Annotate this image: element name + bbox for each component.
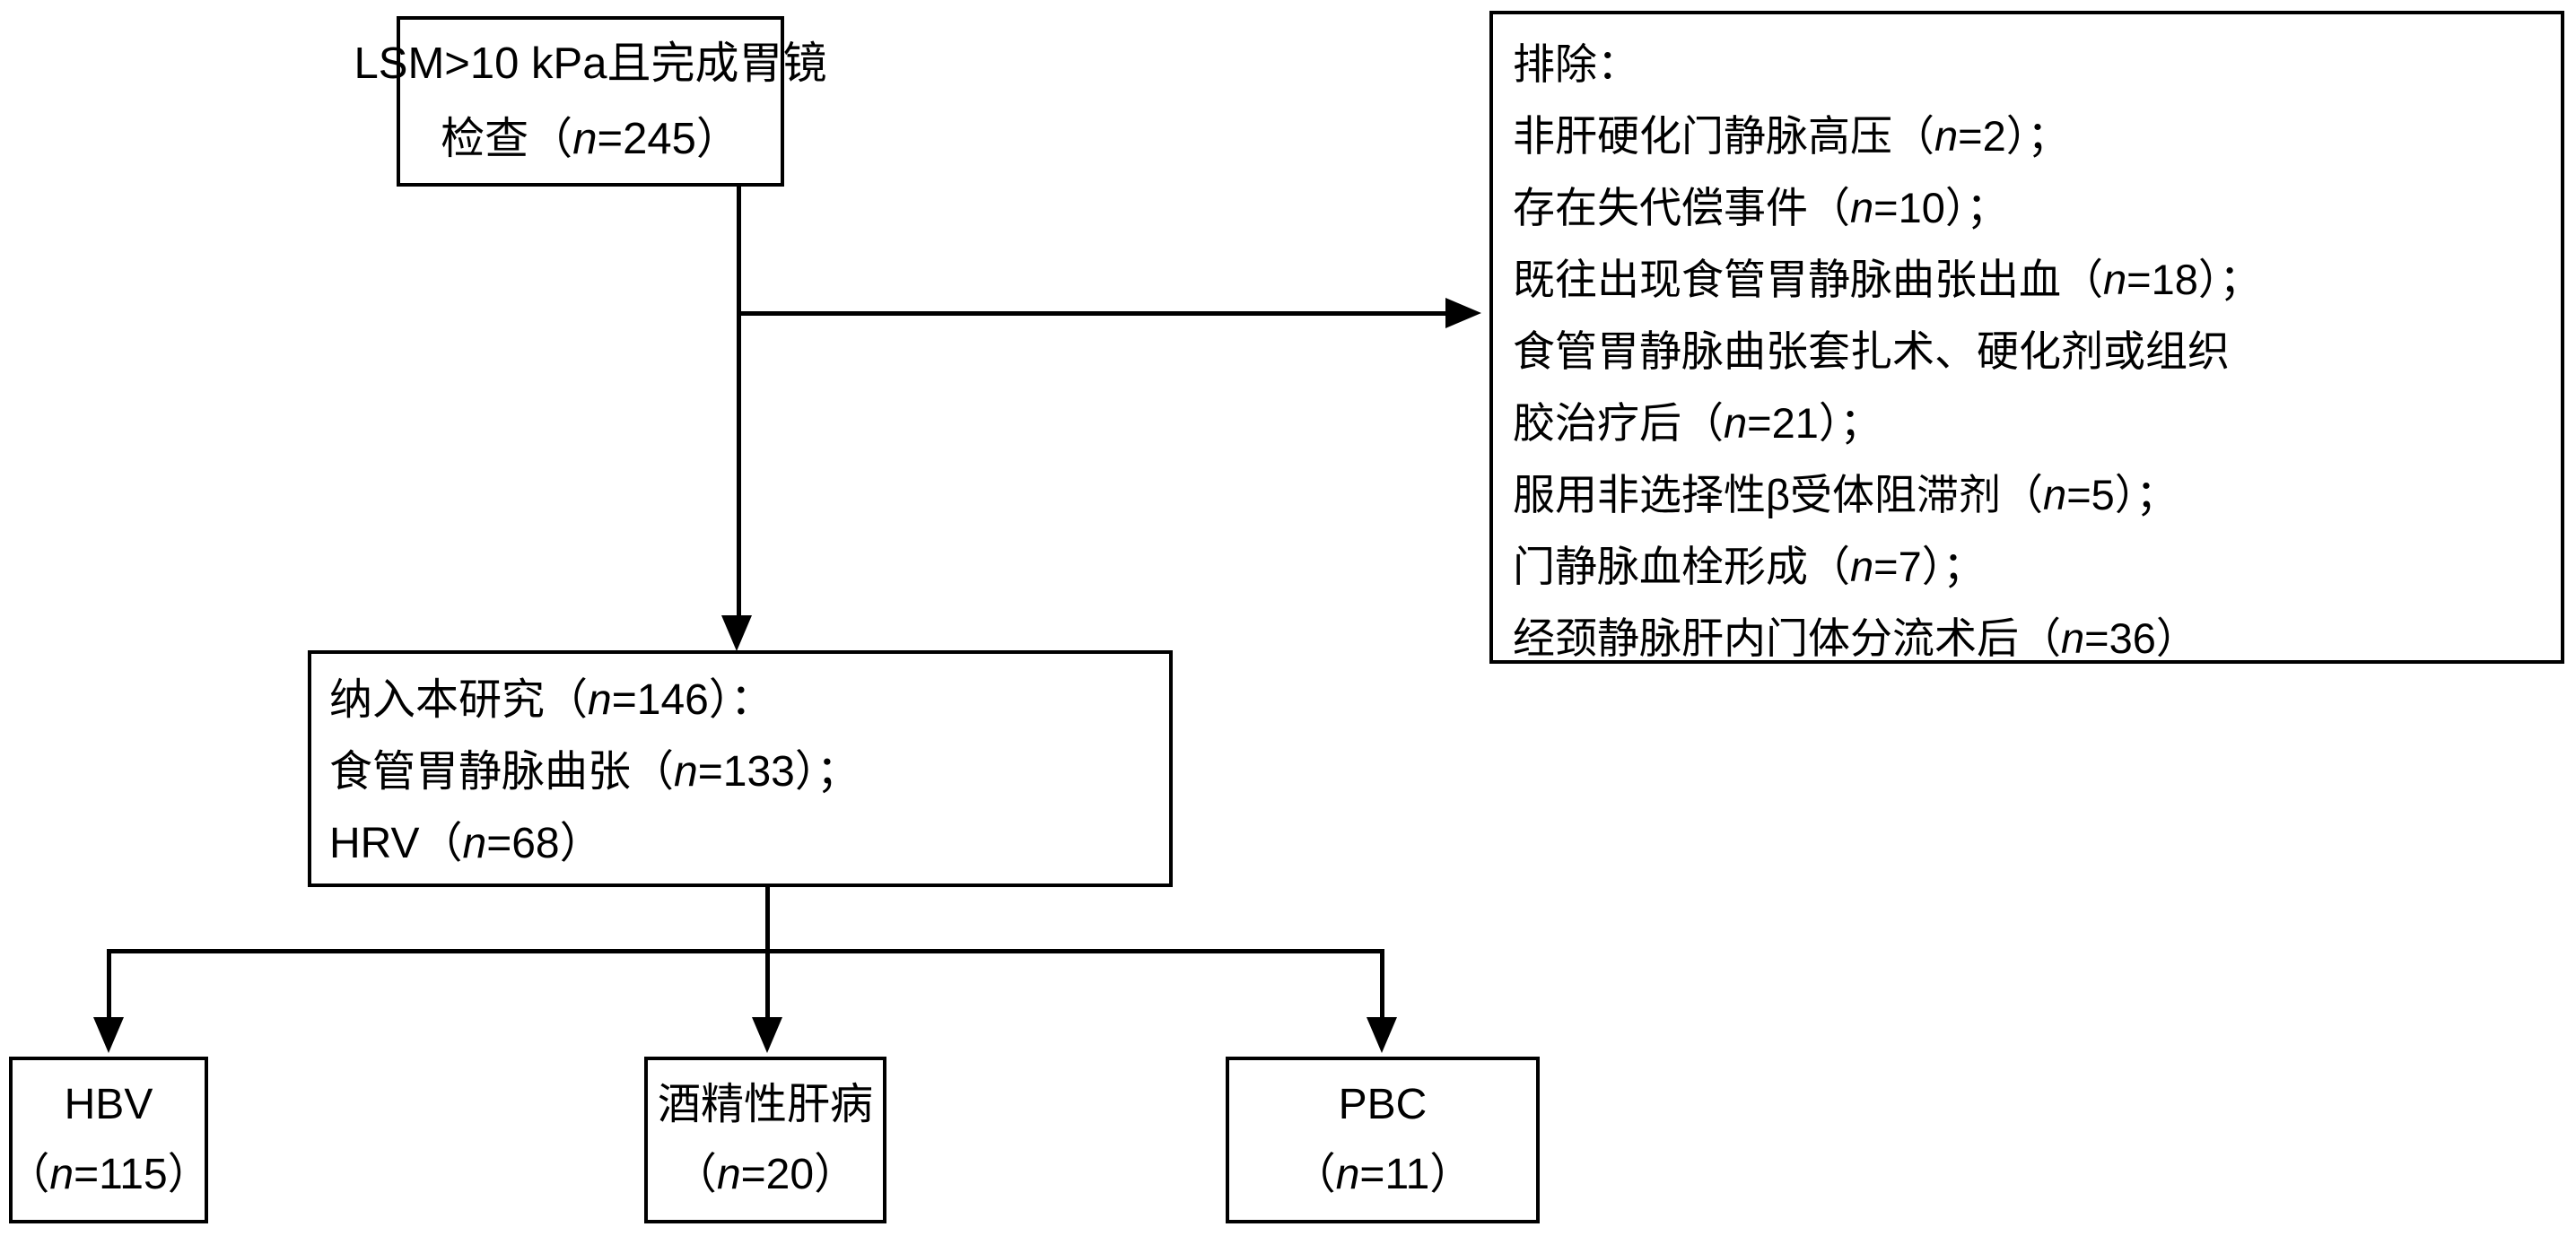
hbv-label: HBV	[64, 1081, 153, 1128]
exclusion-criteria-box: 排除： 非肝硬化门静脉高压（n=2）； 存在失代偿事件（n=10）； 既往出现食…	[1489, 11, 2564, 664]
exclusion-line-4: 既往出现食管胃静脉曲张出血（n=18）；	[1513, 256, 2262, 303]
connector-top-to-included-vline	[737, 185, 741, 620]
arrow-into-hbv-box	[93, 1017, 124, 1053]
included-line-3: HRV（n=68）	[329, 820, 603, 867]
alcoholic-liver-disease-label: 酒精性肝病	[657, 1081, 873, 1128]
exclusion-line-1: 排除：	[1513, 40, 1639, 88]
arrow-into-included-box	[721, 615, 752, 651]
alcoholic-liver-disease-box: 酒精性肝病 （n=20）	[644, 1057, 886, 1223]
included-line-1: 纳入本研究（n=146）：	[329, 676, 773, 724]
included-line-2: 食管胃静脉曲张（n=133）；	[329, 748, 860, 796]
exclusion-line-8: 门静脉血栓形成（n=7）；	[1513, 543, 1986, 590]
arrow-into-alcoholic-liver-disease-box	[752, 1017, 782, 1053]
hbv-box: HBV （n=115）	[6, 1057, 211, 1223]
exclusion-line-2: 非肝硬化门静脉高压（n=2）；	[1513, 112, 2070, 160]
connector-to-pbc-vline	[1380, 949, 1384, 1021]
connector-etiology-split-hline	[107, 949, 1384, 953]
included-cohort-box: 纳入本研究（n=146）： 食管胃静脉曲张（n=133）； HRV（n=68）	[308, 650, 1173, 887]
exclusion-line-9: 经颈静脉肝内门体分流术后（n=36）	[1513, 614, 2198, 662]
screened-cohort-box: LSM>10 kPa且完成胃镜 检查（n=245）	[354, 16, 826, 187]
pbc-count: （n=11）	[1292, 1151, 1473, 1198]
exclusion-line-3: 存在失代偿事件（n=10）；	[1513, 184, 2009, 231]
arrow-into-exclusion-box	[1445, 298, 1481, 328]
pbc-box: PBC （n=11）	[1226, 1057, 1540, 1223]
pbc-label: PBC	[1338, 1081, 1428, 1128]
connector-to-alcohol-vline	[765, 949, 770, 1021]
hbv-count: （n=115）	[6, 1151, 211, 1198]
screened-cohort-line-2: 检查（n=245）	[441, 115, 740, 163]
alcoholic-liver-disease-count: （n=20）	[673, 1151, 858, 1198]
exclusion-line-6: 胶治疗后（n=21）；	[1513, 399, 1882, 447]
screened-cohort-line-1: LSM>10 kPa且完成胃镜	[354, 39, 827, 88]
exclusion-line-7: 服用非选择性β受体阻滞剂（n=5）；	[1513, 471, 2179, 518]
connector-included-to-split-vline	[765, 887, 770, 952]
exclusion-line-5: 食管胃静脉曲张套扎术、硬化剂或组织	[1513, 327, 2230, 375]
connector-to-hbv-vline	[107, 949, 111, 1021]
connector-to-exclusion-hline	[737, 311, 1445, 316]
arrow-into-pbc-box	[1367, 1017, 1397, 1053]
